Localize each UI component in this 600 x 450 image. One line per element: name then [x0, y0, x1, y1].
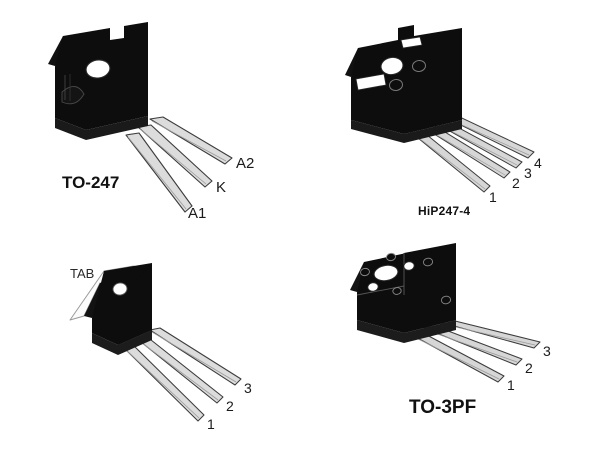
hip247-4-front-lip	[351, 120, 462, 143]
hip247-4-small-hole-lower	[389, 78, 403, 92]
package-label-to-247: TO-247	[62, 173, 120, 192]
to-3pf-hole-lower-left	[367, 282, 379, 292]
lead-label-hip247-4-1: 1	[489, 189, 497, 205]
package-label-hip247-4: HiP247-4	[418, 204, 471, 218]
hip247-4-top-slot	[400, 36, 423, 49]
to-3pf-leads	[411, 318, 541, 383]
lead-label-to-3p-1: 1	[207, 416, 215, 432]
lead-label-to-3p-3: 3	[244, 380, 252, 396]
to-3p-leads	[121, 327, 242, 422]
hip247-4-left-slot	[355, 73, 387, 91]
to-3pf-hole-right	[403, 261, 415, 271]
package-to-247	[48, 22, 233, 213]
lead-label-to-3pf-1: 1	[507, 377, 515, 393]
to-3pf-hole-body-lower	[440, 295, 452, 305]
to-3pf-hole-top	[386, 252, 396, 262]
lead-label-to-247-k: K	[216, 179, 227, 196]
to-3p-lead-3	[149, 327, 242, 386]
to-247-mounting-hole	[85, 59, 111, 79]
lead-label-to-247-a1: A1	[188, 205, 207, 222]
to-3pf-body	[350, 243, 456, 343]
lead-label-hip247-4-2: 2	[512, 175, 520, 191]
to-3pf-hole-body-right	[422, 257, 434, 267]
hip247-4-body	[345, 25, 462, 143]
package-label-to-3pf: TO-3PF	[409, 397, 477, 418]
to-3p-body	[69, 263, 152, 355]
hip247-4-mounting-hole	[380, 56, 404, 76]
to-247-leads	[125, 116, 233, 213]
to-3pf-hole-left	[360, 267, 370, 277]
to-3p-front-lip	[92, 330, 152, 355]
to-3p-mounting-hole	[112, 282, 128, 296]
package-hip247-4	[345, 25, 535, 193]
to-247-lead-a1	[125, 132, 193, 213]
hip247-4-small-hole-upper	[412, 59, 426, 73]
lead-label-hip247-4-3: 3	[524, 165, 532, 181]
to-247-lead-a2	[149, 116, 233, 165]
hip247-4-top-face	[351, 25, 462, 134]
to-247-front-lip	[55, 116, 148, 140]
to-247-body	[48, 22, 148, 140]
lead-label-to-247-a2: A2	[236, 155, 255, 172]
package-to-3pf	[350, 243, 541, 383]
package-to-3p	[69, 263, 242, 422]
lead-label-to-3pf-2: 2	[525, 360, 533, 376]
to-3pf-mounting-hole	[373, 264, 399, 282]
to-3pf-hole-lower-mid	[392, 287, 402, 295]
lead-label-hip247-4-4: 4	[534, 155, 542, 171]
to-3pf-top-face	[357, 243, 456, 333]
to-3pf-front-lip	[357, 320, 456, 343]
lead-label-to-3pf-3: 3	[543, 343, 551, 359]
tab-label-to-3p: TAB	[70, 266, 95, 281]
lead-label-to-3p-2: 2	[226, 398, 234, 414]
to-3p-right-face	[118, 263, 152, 345]
